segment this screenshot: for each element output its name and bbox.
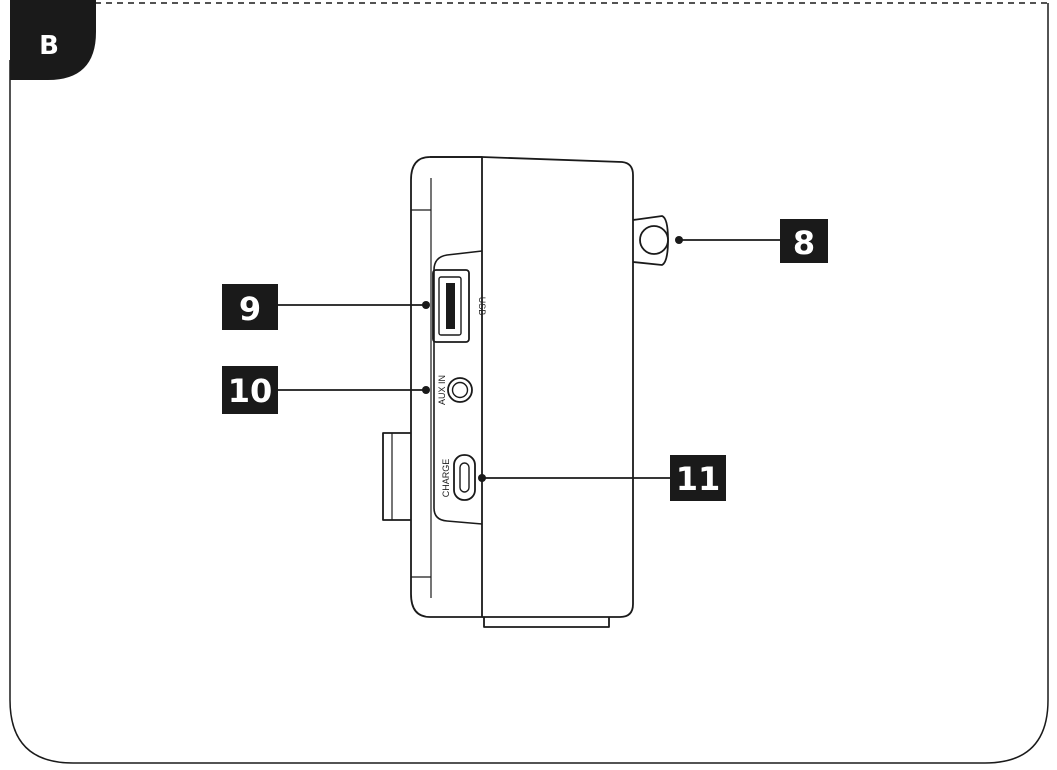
callout-11-label: 11 xyxy=(676,460,721,498)
device-front-panel xyxy=(410,156,483,618)
aux-in-jack[interactable] xyxy=(447,377,473,403)
callout-8-dot xyxy=(675,236,683,244)
strap-loop xyxy=(632,215,669,266)
callout-8-box xyxy=(780,219,828,263)
callout-8: 8 xyxy=(675,219,828,263)
callout-9: 9 xyxy=(222,284,430,330)
frame-border xyxy=(9,3,1049,764)
device xyxy=(382,156,634,628)
callout-8-label: 8 xyxy=(793,224,815,262)
usb-port[interactable] xyxy=(432,269,470,343)
charge-port[interactable] xyxy=(453,454,476,501)
callout-10-label: 10 xyxy=(228,372,273,410)
callout-10-dot xyxy=(422,386,430,394)
callout-10: 10 xyxy=(222,366,430,414)
callout-9-dot xyxy=(422,301,430,309)
callout-9-box xyxy=(222,284,278,330)
callout-11-box xyxy=(670,455,726,501)
usb-port-label: USB xyxy=(477,297,487,316)
callout-11: 11 xyxy=(478,455,726,501)
section-tab xyxy=(10,0,96,80)
callout-10-box xyxy=(222,366,278,414)
callout-9-label: 9 xyxy=(239,290,261,328)
rear-knob xyxy=(382,432,411,521)
charge-port-label: CHARGE xyxy=(441,459,451,498)
callout-11-dot xyxy=(478,474,486,482)
device-foot xyxy=(483,617,610,628)
device-main-body xyxy=(481,156,634,618)
section-label: B xyxy=(39,31,59,61)
aux-in-label: AUX IN xyxy=(437,375,447,405)
port-recess xyxy=(433,250,483,525)
